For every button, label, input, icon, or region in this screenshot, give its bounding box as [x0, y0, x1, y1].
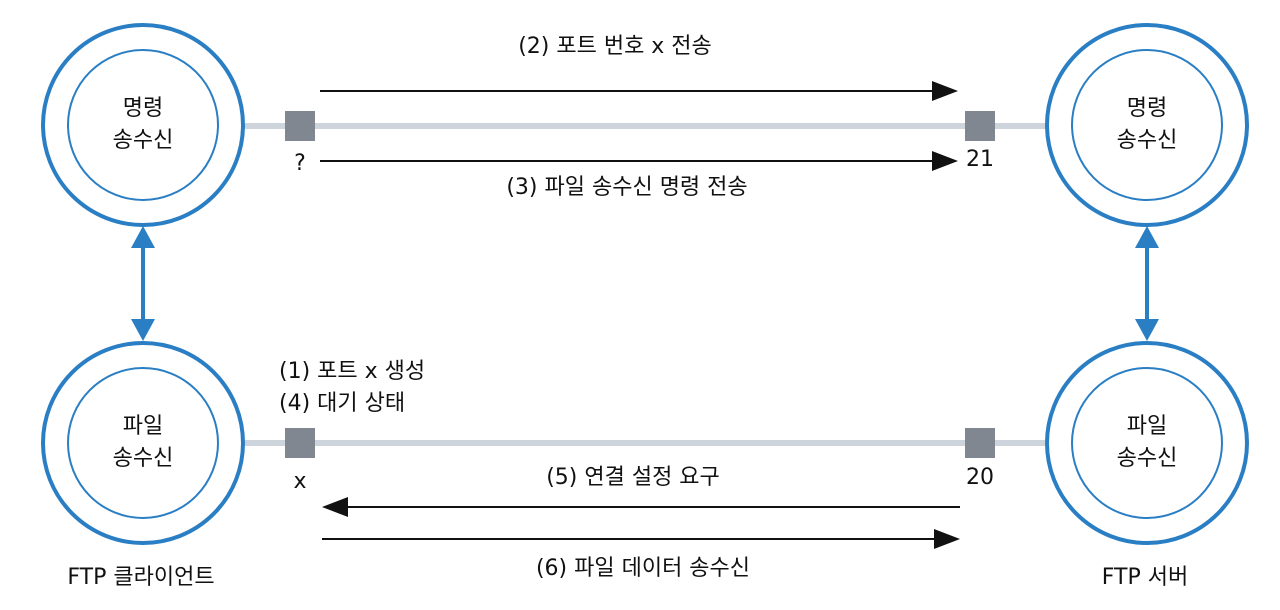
- step4-label: (4) 대기 상태: [279, 391, 406, 416]
- server-data-port-label: 20: [966, 465, 994, 490]
- step3-label: (3) 파일 송수신 명령 전송: [506, 175, 748, 200]
- client-data-port-label: x: [293, 469, 307, 494]
- server-caption: FTP 서버: [1101, 565, 1189, 590]
- client-command-node-label-line2: 송수신: [112, 128, 174, 153]
- server-file-node-label-line1: 파일: [1126, 414, 1168, 439]
- server-command-node-label-line1: 명령: [1126, 96, 1168, 121]
- client-internal-double-arrow: [131, 226, 155, 341]
- client-command-port-label: ?: [294, 151, 306, 176]
- arrow-step3-send-command: [320, 151, 958, 171]
- server-file-node-label: 파일 송수신: [1067, 411, 1227, 475]
- arrow-step5-connection-request: [322, 497, 960, 517]
- step6-label: (6) 파일 데이터 송수신: [535, 556, 751, 581]
- server-data-port-box: [965, 428, 995, 458]
- server-file-node: [1045, 341, 1249, 545]
- step2-label: (2) 포트 번호 x 전송: [518, 34, 712, 59]
- client-file-node-label-line2: 송수신: [112, 446, 174, 471]
- client-command-node-label-line1: 명령: [122, 96, 164, 121]
- client-caption: FTP 클라이언트: [67, 565, 215, 590]
- client-command-port-box: [285, 111, 315, 141]
- client-data-port-box: [285, 428, 315, 458]
- server-internal-double-arrow: [1135, 226, 1159, 341]
- server-command-port-box: [965, 111, 995, 141]
- step5-label: (5) 연결 설정 요구: [546, 465, 720, 490]
- client-file-node: [41, 341, 245, 545]
- arrow-step2-send-port: [320, 81, 958, 101]
- client-file-node-label-line1: 파일: [122, 414, 164, 439]
- server-file-node-label-line2: 송수신: [1116, 446, 1178, 471]
- client-command-node: [41, 23, 245, 227]
- server-command-node-label: 명령 송수신: [1067, 93, 1227, 157]
- arrow-step6-file-data: [322, 529, 960, 549]
- server-command-port-label: 21: [966, 147, 994, 172]
- server-command-node: [1045, 23, 1249, 227]
- server-command-node-label-line2: 송수신: [1116, 128, 1178, 153]
- client-file-node-label: 파일 송수신: [63, 411, 223, 475]
- client-command-node-label: 명령 송수신: [63, 93, 223, 157]
- step1-label: (1) 포트 x 생성: [279, 359, 426, 384]
